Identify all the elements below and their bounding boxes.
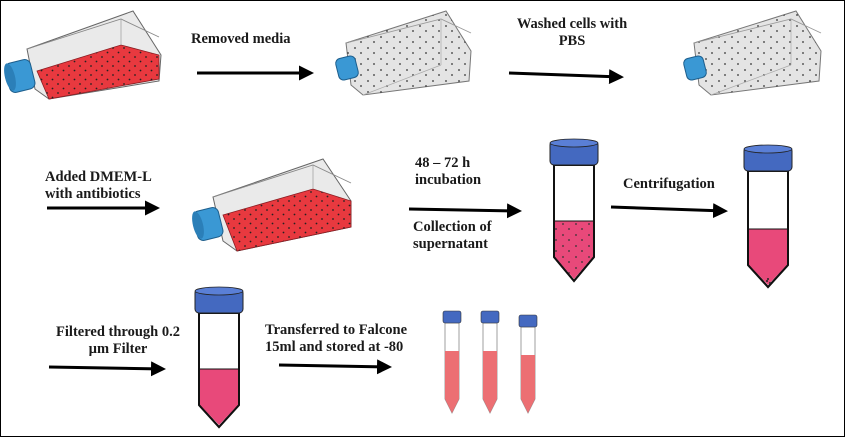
label-centrifugation: Centrifugation [623,176,715,192]
label-transferred-line1: Transferred to Falcone [265,322,408,338]
empty-flask-icon [335,10,472,96]
arrow-6 [48,361,166,377]
arrow-5 [610,203,728,219]
centrifuged-tube-icon [743,144,793,289]
label-transferred-line2: 15ml and stored at -80 [265,339,404,355]
falcon-tube-1-icon [442,310,462,414]
flask-with-dmem-icon [192,158,352,252]
label-incubation-line1: 48 – 72 h [415,155,471,171]
filtered-tube-icon [194,286,244,429]
label-added-line2: with antibiotics [45,186,141,202]
label-added-dmem: Added DMEM-L with antibiotics [45,169,152,203]
arrow-4 [408,203,522,219]
label-filtered-line1: Filtered through 0.2 [56,324,180,340]
label-washed-cells: Washed cells with PBS [507,16,637,50]
label-filtered-line2: µm Filter [88,341,148,357]
label-washed-line1: Washed cells with [516,16,628,32]
washed-flask-icon [683,10,822,96]
label-added-line1: Added DMEM-L [45,169,152,185]
label-collection: Collection of supernatant [413,219,492,253]
label-incubation: 48 – 72 h incubation [415,155,481,189]
arrow-7 [278,359,392,375]
arrow-2 [508,69,624,85]
label-filtered: Filtered through 0.2 µm Filter [43,324,193,358]
falcon-tube-2-icon [480,310,500,414]
label-incubation-line2: incubation [415,172,482,188]
label-collection-line2: supernatant [413,236,488,252]
label-collection-line1: Collection of [413,219,492,235]
label-transferred: Transferred to Falcone 15ml and stored a… [265,322,407,356]
falcon-tube-3-icon [518,314,538,414]
label-washed-line2: PBS [558,33,586,49]
supernatant-tube-icon [549,138,599,283]
flask-with-media-icon [4,10,162,100]
label-removed-media: Removed media [191,31,291,47]
